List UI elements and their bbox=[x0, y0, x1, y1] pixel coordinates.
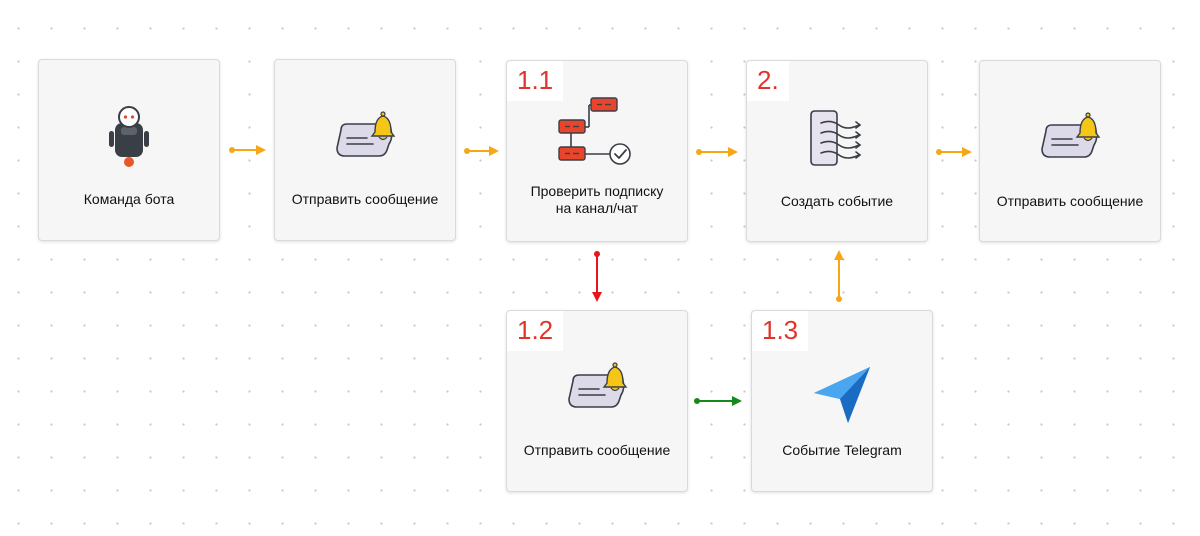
node-send-message-3[interactable]: 1.2 Отправить сообщение bbox=[506, 310, 688, 492]
robot-icon bbox=[106, 105, 152, 174]
node-send-message-2[interactable]: Отправить сообщение bbox=[979, 60, 1161, 242]
node-label: Команда бота bbox=[83, 191, 175, 207]
node-label: Событие Telegram bbox=[782, 442, 902, 458]
node-label: Отправить сообщение bbox=[523, 442, 671, 458]
connector-check-to-create[interactable] bbox=[696, 147, 738, 157]
connector-telegram-to-create[interactable] bbox=[834, 250, 844, 302]
node-telegram-event[interactable]: 1.3 Событие Telegram bbox=[751, 310, 933, 492]
connector-send3-to-telegram-true[interactable] bbox=[694, 396, 742, 406]
step-number: 1.1 bbox=[507, 61, 564, 101]
connector-check-to-send3-false[interactable] bbox=[592, 251, 602, 302]
message-bell-icon bbox=[333, 108, 397, 165]
connector-create-to-send2[interactable] bbox=[936, 147, 972, 157]
node-create-event[interactable]: 2. Создать событие bbox=[746, 60, 928, 242]
message-bell-icon bbox=[1038, 109, 1102, 166]
node-label: Проверить подписку на канал/чат bbox=[530, 183, 664, 216]
node-label: Создать событие bbox=[780, 193, 894, 209]
connector-send1-to-check[interactable] bbox=[464, 146, 499, 156]
flowchart-check-icon bbox=[557, 95, 637, 172]
node-label: Отправить сообщение bbox=[291, 191, 439, 207]
document-wind-icon bbox=[805, 107, 869, 174]
node-send-message-1[interactable]: Отправить сообщение bbox=[274, 59, 456, 241]
node-check-subscription[interactable]: 1.1 Проверить подписку на канал/чат bbox=[506, 60, 688, 242]
connector-bot-to-send1[interactable] bbox=[229, 145, 266, 155]
node-bot-command[interactable]: Команда бота bbox=[38, 59, 220, 241]
node-label: Отправить сообщение bbox=[996, 193, 1144, 209]
telegram-plane-icon bbox=[810, 363, 874, 432]
message-bell-icon bbox=[565, 359, 629, 416]
step-number: 1.3 bbox=[752, 311, 809, 351]
step-number: 2. bbox=[747, 61, 789, 101]
step-number: 1.2 bbox=[507, 311, 564, 351]
